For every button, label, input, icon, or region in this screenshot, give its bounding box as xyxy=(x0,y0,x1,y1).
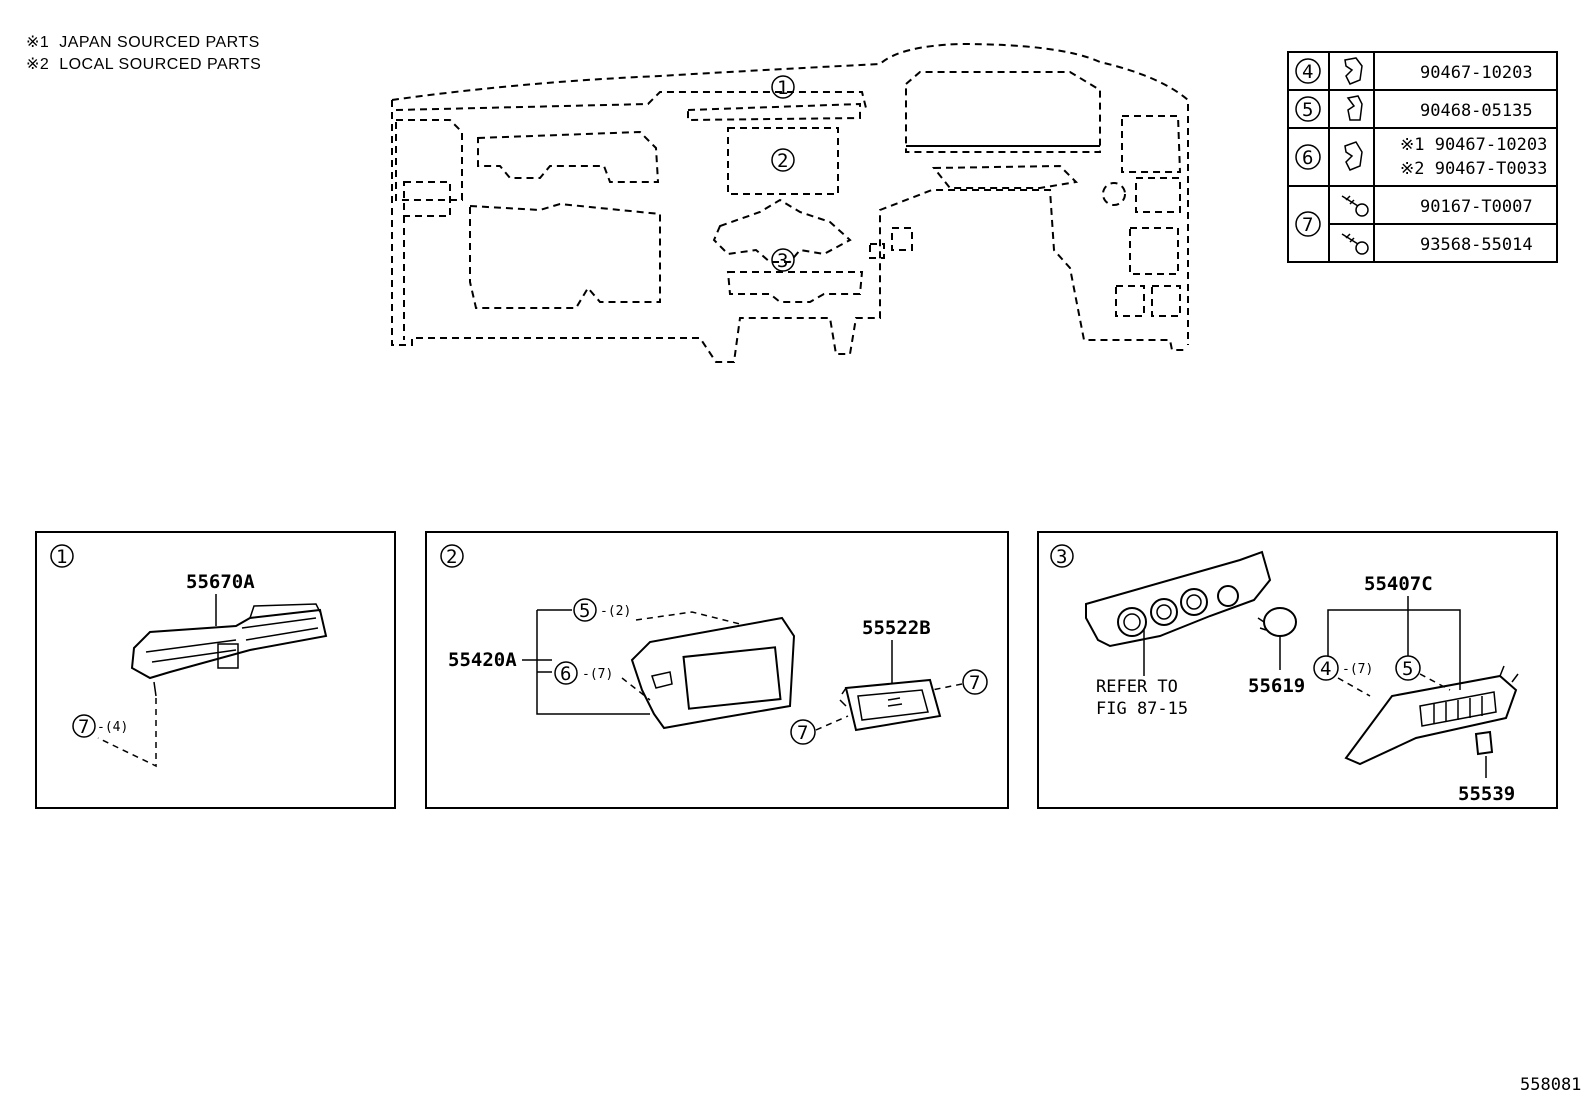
svg-text:3: 3 xyxy=(1056,546,1067,568)
detail-1-fastener-callout: 7 -(4) xyxy=(72,714,128,738)
legend-mark-2: ※2 xyxy=(26,56,50,73)
detail-panel-1: 1 55670A 7 -(4) xyxy=(35,531,396,809)
clip-icon xyxy=(1344,57,1363,85)
part-number-55670a[interactable]: 55670A xyxy=(186,571,255,593)
svg-text:2: 2 xyxy=(446,546,457,568)
detail-panel-2: 2 55420A 5 -(2) 6 -(7) 55522B xyxy=(425,531,1009,809)
table-row: 5 90468-05135 xyxy=(1295,95,1533,122)
detail-3-callout: 3 xyxy=(1050,544,1074,568)
svg-text:3: 3 xyxy=(777,250,788,272)
svg-text:-(7): -(7) xyxy=(582,667,613,682)
table-ref-7: 7 xyxy=(1302,214,1313,236)
svg-text:4: 4 xyxy=(1320,658,1331,680)
detail-3-fastener-a: 4 -(7) xyxy=(1313,655,1373,681)
table-part: ※1 90467-10203 xyxy=(1400,135,1547,155)
svg-text:-(2): -(2) xyxy=(600,604,631,619)
display-bezel-drawing xyxy=(630,616,796,730)
svg-text:-(7): -(7) xyxy=(1342,662,1373,677)
detail-2-callout: 2 xyxy=(440,544,464,568)
part-number-55420a[interactable]: 55420A xyxy=(448,649,517,671)
overview-callout-2[interactable]: 2 xyxy=(771,148,795,172)
table-part: 90167-T0007 xyxy=(1420,197,1533,217)
legend-line-1: ※1 JAPAN SOURCED PARTS xyxy=(26,32,260,52)
switch-module-drawing xyxy=(839,678,942,732)
table-ref-6: 6 xyxy=(1302,147,1313,169)
table-part: ※2 90467-T0033 xyxy=(1400,159,1547,179)
table-row: 6 ※1 90467-10203 ※2 90467-T0033 xyxy=(1295,135,1547,179)
table-ref-4: 4 xyxy=(1302,61,1313,83)
clip-icon xyxy=(1344,141,1363,171)
overview-callout-3[interactable]: 3 xyxy=(771,248,795,272)
svg-text:-(4): -(4) xyxy=(97,720,128,735)
table-part: 90468-05135 xyxy=(1420,101,1533,121)
lower-switch-panel-drawing xyxy=(1344,665,1519,766)
detail-2-fastener-c: 7 xyxy=(962,669,988,695)
clip-icon xyxy=(1346,95,1363,121)
detail-panel-3: 3 REFER TO FIG 87-15 55619 55407C 4 -(7) xyxy=(1037,531,1558,809)
part-number-55619[interactable]: 55619 xyxy=(1248,675,1305,697)
svg-text:7: 7 xyxy=(78,716,89,738)
part-number-55407c[interactable]: 55407C xyxy=(1364,573,1433,595)
svg-text:7: 7 xyxy=(969,672,980,694)
table-ref-5: 5 xyxy=(1302,99,1313,121)
svg-text:6: 6 xyxy=(560,663,571,685)
part-number-55522b[interactable]: 55522B xyxy=(862,617,931,639)
legend-text-2: LOCAL SOURCED PARTS xyxy=(59,56,262,73)
svg-text:1: 1 xyxy=(56,546,67,568)
svg-text:1: 1 xyxy=(777,77,788,99)
part-number-55539[interactable]: 55539 xyxy=(1458,783,1515,805)
table-row: 7 90167-T0007 93568-55014 xyxy=(1295,195,1533,255)
legend-text-1: JAPAN SOURCED PARTS xyxy=(59,34,260,51)
table-part: 90467-10203 xyxy=(1420,63,1533,83)
refer-to-line-2[interactable]: FIG 87-15 xyxy=(1096,699,1188,719)
detail-2-fastener-b: 6 -(7) xyxy=(554,661,613,685)
screw-icon xyxy=(1341,233,1369,255)
legend-mark-1: ※1 xyxy=(26,34,50,51)
detail-2-fastener-a: 5 -(2) xyxy=(573,598,631,622)
overview-callout-1[interactable]: 1 xyxy=(771,75,795,99)
svg-text:5: 5 xyxy=(579,600,590,622)
svg-text:7: 7 xyxy=(797,722,808,744)
screw-icon xyxy=(1341,195,1369,217)
detail-1-callout: 1 xyxy=(50,544,74,568)
center-vent-drawing xyxy=(130,603,328,697)
refer-to-line-1: REFER TO xyxy=(1096,677,1178,697)
legend-line-2: ※2 LOCAL SOURCED PARTS xyxy=(26,54,261,74)
dashboard-overview xyxy=(391,42,1189,363)
knob-drawing xyxy=(1257,607,1297,637)
svg-text:2: 2 xyxy=(777,150,788,172)
switch-drawing xyxy=(1474,730,1494,756)
climate-panel-drawing xyxy=(1085,550,1272,648)
table-row: 4 90467-10203 xyxy=(1295,57,1533,85)
table-part: 93568-55014 xyxy=(1420,235,1533,255)
svg-text:5: 5 xyxy=(1402,658,1413,680)
figure-id: 558081 xyxy=(1520,1075,1581,1095)
detail-2-fastener-d: 7 xyxy=(790,719,816,745)
fastener-table: 4 90467-10203 5 90468-05135 6 ※1 90467-1… xyxy=(1287,51,1558,263)
detail-3-fastener-b: 5 xyxy=(1395,655,1421,681)
